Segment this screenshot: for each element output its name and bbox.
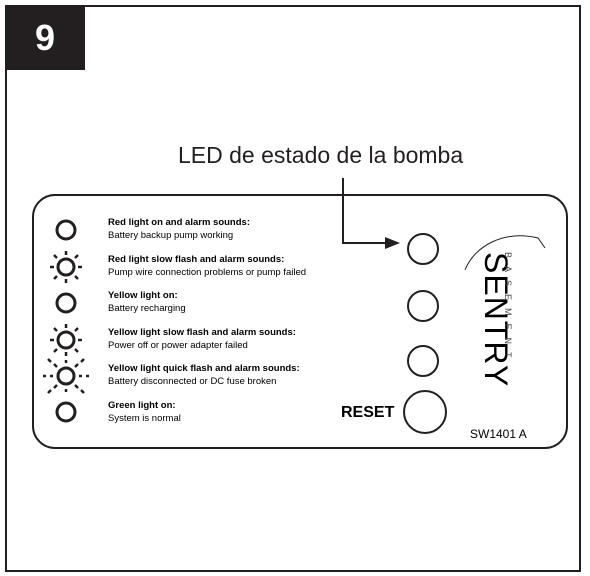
control-panel [32,194,568,449]
legend-title-6: Green light on: [108,400,176,411]
power-status-led [407,345,439,377]
step-number-badge: 9 [5,5,85,70]
legend-desc-6: System is normal [108,413,181,424]
reset-button[interactable] [403,390,447,434]
brand-logo: SENTRY BASEMENT [464,235,546,387]
legend-desc-1: Battery backup pump working [108,230,233,241]
slow-flash-led-icon [50,324,82,356]
steady-led-icon [55,219,77,241]
legend-title-2: Red light slow flash and alarm sounds: [108,254,284,265]
battery-status-led [407,290,439,322]
reset-label: RESET [341,404,395,421]
legend-desc-2: Pump wire connection problems or pump fa… [108,267,306,278]
logo-arc-icon [464,235,546,271]
instruction-frame [5,5,581,572]
slow-flash-led-icon [50,251,82,283]
legend-title-1: Red light on and alarm sounds: [108,217,250,228]
quick-flash-led-icon [43,358,89,394]
legend-title-5: Yellow light quick flash and alarm sound… [108,363,300,374]
brand-subname: BASEMENT [503,252,513,366]
legend-desc-4: Power off or power adapter failed [108,340,248,351]
legend-desc-5: Battery disconnected or DC fuse broken [108,376,276,387]
callout-arrow [342,178,400,249]
model-code: SW1401 A [470,427,527,441]
steady-led-icon [55,401,77,423]
legend-title-4: Yellow light slow flash and alarm sounds… [108,327,296,338]
brand-name: SENTRY [478,252,514,387]
legend-title-3: Yellow light on: [108,290,178,301]
pump-status-led [407,233,439,265]
steady-led-icon [55,292,77,314]
callout-label: LED de estado de la bomba [178,142,464,168]
legend-desc-3: Battery recharging [108,303,186,314]
